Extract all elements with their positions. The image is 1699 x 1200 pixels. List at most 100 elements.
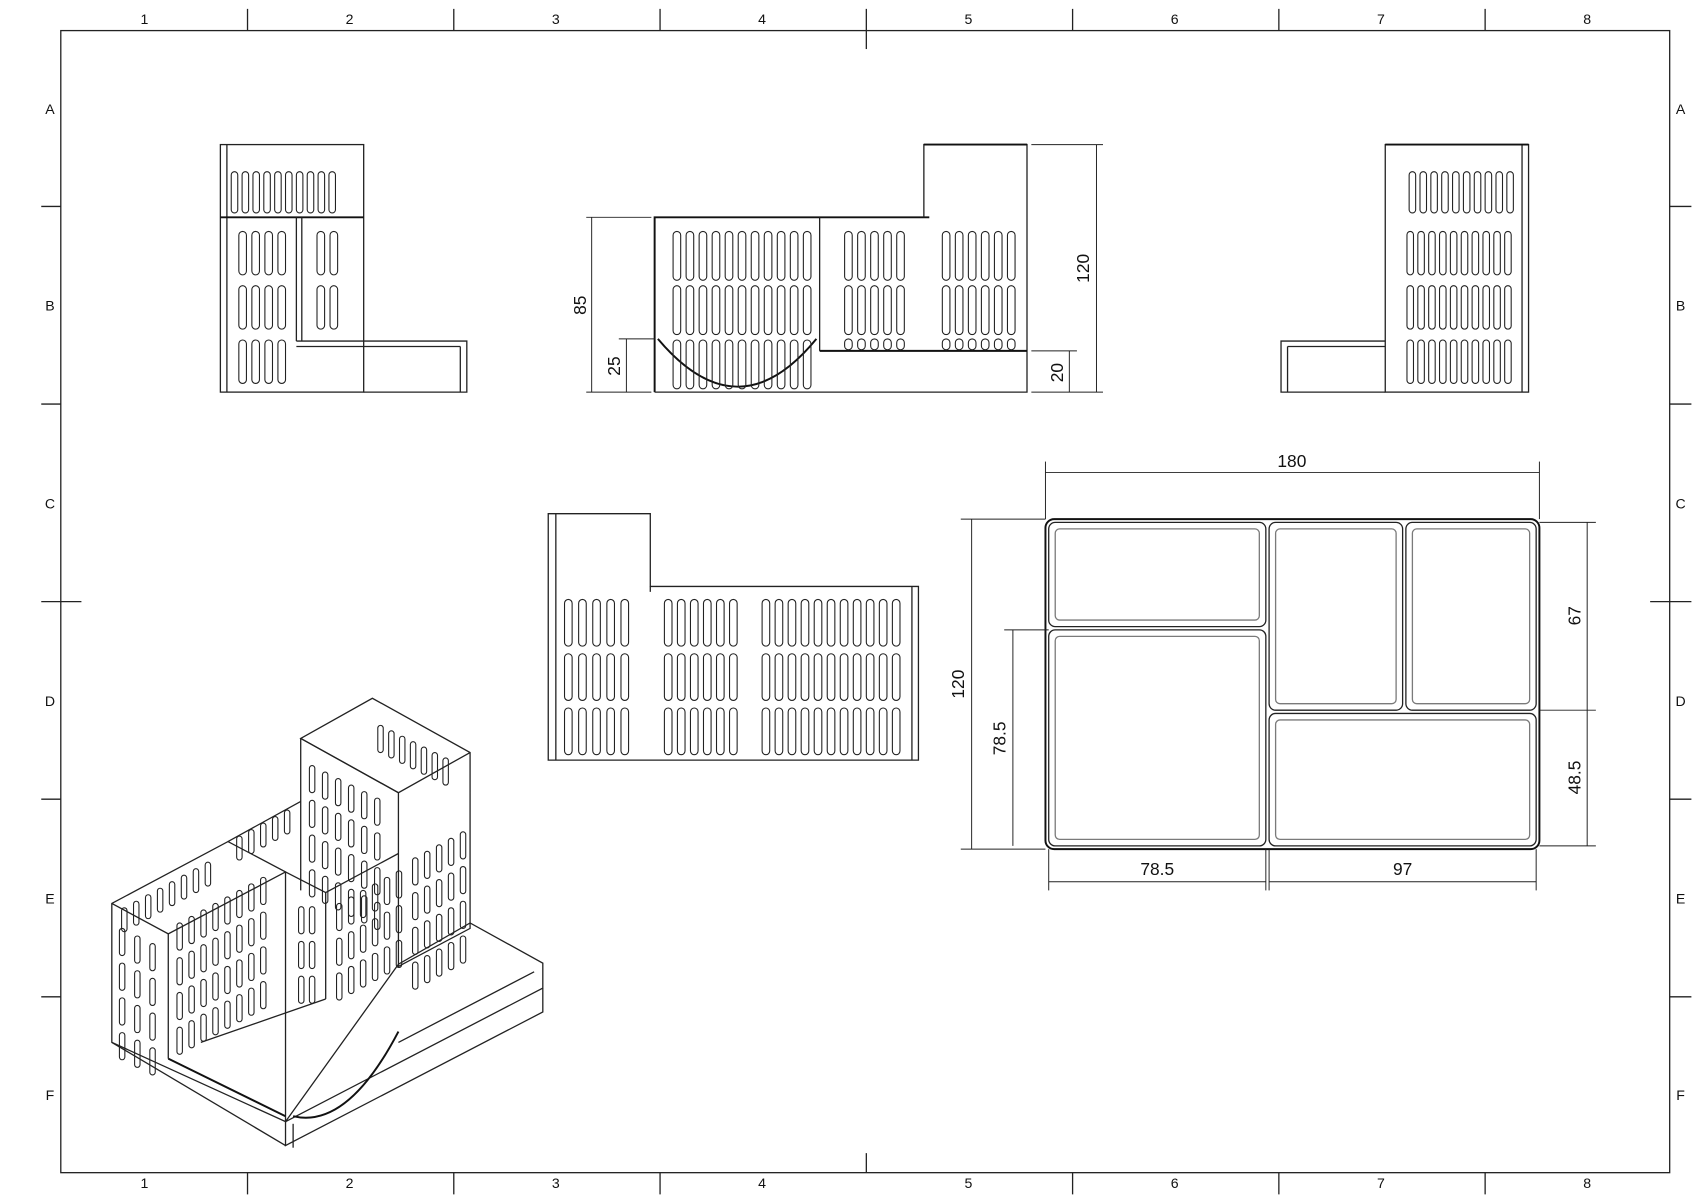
slot <box>447 907 455 936</box>
slot <box>411 926 419 955</box>
slot <box>336 937 343 966</box>
slot <box>774 598 784 647</box>
slot <box>377 724 384 754</box>
slot <box>360 825 368 855</box>
slot <box>308 906 316 935</box>
column-label: 6 <box>1171 11 1179 27</box>
slot <box>176 957 183 986</box>
slot <box>204 861 212 887</box>
slot <box>967 338 977 351</box>
slot <box>563 598 573 647</box>
slot <box>238 230 247 276</box>
slot <box>774 653 784 701</box>
slot <box>224 896 231 925</box>
slot <box>800 707 810 756</box>
slot <box>188 950 195 979</box>
dim-180: 180 <box>1277 451 1306 471</box>
dim-20: 20 <box>1047 363 1067 382</box>
slot <box>1493 339 1501 384</box>
row-label: E <box>45 890 54 906</box>
slot <box>1504 230 1512 276</box>
slot <box>238 339 247 384</box>
column-label: 1 <box>140 1175 148 1191</box>
slot <box>121 907 128 933</box>
slot <box>891 653 901 701</box>
slot <box>980 285 990 336</box>
slot <box>423 850 431 880</box>
slot <box>176 991 183 1021</box>
column-label: 2 <box>346 1175 354 1191</box>
slot <box>685 230 695 281</box>
slot <box>334 778 342 807</box>
slot <box>685 285 695 336</box>
slot <box>592 707 601 756</box>
slot <box>212 937 219 966</box>
slot <box>308 799 316 828</box>
slot <box>371 883 379 912</box>
slot <box>359 959 367 988</box>
left-side-view <box>219 143 468 393</box>
slot <box>750 339 760 390</box>
slot <box>672 285 682 336</box>
slot <box>200 978 207 1008</box>
slot <box>689 707 699 756</box>
slot <box>334 847 342 876</box>
slot <box>188 1020 195 1049</box>
slot <box>360 895 368 924</box>
slot <box>763 285 773 336</box>
slot <box>1438 339 1447 384</box>
slot <box>578 653 587 701</box>
column-label: 3 <box>552 11 560 27</box>
slot <box>839 707 849 756</box>
slot <box>954 285 964 336</box>
slot <box>248 829 255 855</box>
slot <box>156 887 164 913</box>
slot <box>728 653 738 701</box>
column-label: 8 <box>1583 1175 1591 1191</box>
slot <box>776 339 786 390</box>
slot <box>1406 285 1415 330</box>
slot <box>1471 230 1480 276</box>
slot <box>1482 230 1491 276</box>
slot <box>844 338 853 351</box>
slot <box>134 1039 141 1068</box>
slot <box>857 285 866 336</box>
slot <box>347 931 355 960</box>
slot <box>663 653 673 701</box>
slot <box>334 882 342 911</box>
slot <box>230 171 239 214</box>
slot <box>298 906 305 935</box>
slot <box>672 230 682 281</box>
slot <box>883 230 892 281</box>
slot <box>711 230 721 281</box>
slot <box>676 598 686 647</box>
slot <box>761 707 771 756</box>
dim-97: 97 <box>1393 859 1412 879</box>
slot <box>878 707 888 756</box>
slot <box>1504 285 1512 330</box>
slot <box>620 598 630 647</box>
slot <box>578 707 587 756</box>
slot <box>118 997 126 1026</box>
slot <box>813 598 823 647</box>
slot <box>826 653 836 701</box>
slot <box>1449 230 1458 276</box>
slot <box>761 653 771 701</box>
slot <box>395 870 403 899</box>
slot <box>844 285 853 336</box>
slot <box>423 885 431 914</box>
slot <box>241 171 250 214</box>
slot <box>728 598 738 647</box>
slot <box>308 975 316 1004</box>
slot <box>715 707 725 756</box>
slot <box>676 707 686 756</box>
back-view <box>547 513 920 761</box>
slot <box>308 869 316 898</box>
slot <box>212 902 219 932</box>
slot <box>763 339 773 390</box>
slot <box>826 598 836 647</box>
slot <box>980 338 990 351</box>
row-label: E <box>1676 890 1685 906</box>
slot <box>224 965 231 995</box>
slot <box>883 285 892 336</box>
